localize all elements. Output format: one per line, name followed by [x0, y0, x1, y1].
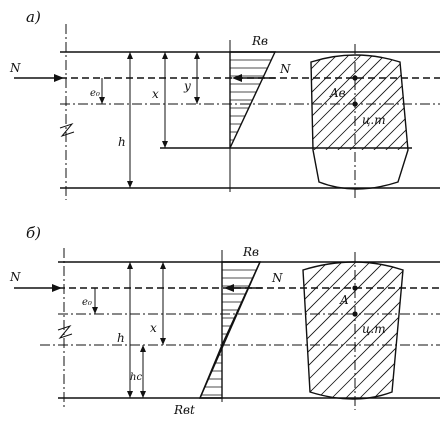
- panel-a-force-label: N: [9, 61, 21, 75]
- panel-a-cross-section: [310, 54, 409, 190]
- panel-a-area-label: Aв: [329, 86, 346, 100]
- panel-a-force-point: [352, 75, 358, 81]
- panel-b-stress-bottom-label: Rвt: [173, 403, 195, 417]
- panel-a: а) N e₀ h x y: [9, 8, 440, 200]
- panel-b-force-point: [352, 285, 358, 291]
- panel-b-x-label: x: [150, 321, 157, 335]
- panel-a-centroid-label: ц.т: [362, 113, 386, 127]
- panel-b-stress-line: [199, 261, 261, 399]
- panel-a-break-mark: [59, 122, 75, 138]
- panel-b-tension-hatch: [200, 354, 222, 396]
- panel-a-h-label: h: [118, 135, 126, 149]
- panel-b-cross-section: [302, 261, 404, 400]
- panel-a-force-arrowhead: [54, 74, 64, 82]
- panel-a-e0-label: e₀: [90, 88, 100, 99]
- panel-a-stress-top-label: Rв: [251, 34, 268, 48]
- panel-a-x-label: x: [152, 87, 159, 101]
- panel-b-e0-label: e₀: [82, 297, 92, 308]
- panel-a-stress-hatch: [230, 59, 275, 141]
- panel-b-h-label: h: [117, 331, 125, 345]
- panel-b-hc-label: hс: [130, 372, 142, 383]
- panel-b-break-mark: [57, 324, 73, 340]
- panel-b-area-label: A: [339, 293, 349, 307]
- panel-b-force-arrowhead: [52, 284, 62, 292]
- panel-b-force-label: N: [9, 270, 21, 284]
- panel-b-stress-top-label: Rв: [242, 245, 259, 259]
- panel-a-centroid-point: [352, 101, 358, 107]
- panel-a-resultant-label: N: [279, 62, 291, 76]
- panel-b-resultant-label: N: [271, 271, 283, 285]
- panel-b-centroid-point: [352, 311, 358, 317]
- panel-b-compression-hatch: [222, 269, 260, 335]
- panel-b-label: б): [26, 224, 41, 242]
- panel-b: б) N e₀ h x hс: [9, 224, 440, 417]
- panel-a-label: а): [26, 8, 41, 26]
- panel-a-y-label: y: [183, 79, 191, 93]
- panel-b-centroid-label: ц.т: [362, 322, 386, 336]
